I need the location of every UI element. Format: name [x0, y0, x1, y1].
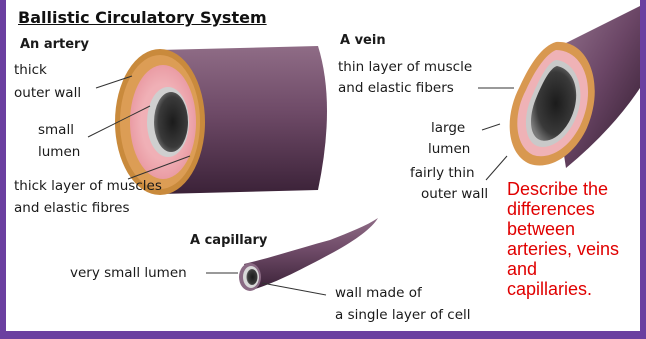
vein-heading: A vein — [340, 34, 386, 47]
capillary-drawing — [239, 218, 378, 291]
vein-label-muscle-line2: and elastic fibers — [338, 82, 454, 96]
vein-label-muscle-line1: thin layer of muscle — [338, 61, 472, 75]
capillary-label-lumen: very small lumen — [70, 267, 187, 281]
capillary-label-wall-line1: wall made of — [335, 287, 422, 301]
task-line-6: capillaries. — [507, 279, 637, 299]
artery-drawing — [115, 46, 327, 195]
vein-label-large: large — [431, 122, 465, 136]
artery-label-small: small — [38, 124, 74, 138]
artery-heading: An artery — [20, 38, 89, 51]
artery-label-thick: thick — [14, 64, 47, 78]
task-prompt: Describe the differences between arterie… — [507, 179, 637, 299]
vein-drawing — [510, 6, 640, 168]
task-line-4: arteries, veins — [507, 239, 637, 259]
task-line-5: and — [507, 259, 637, 279]
task-line-3: between — [507, 219, 637, 239]
capillary-heading: A capillary — [190, 234, 267, 247]
artery-label-outer-wall: outer wall — [14, 87, 81, 101]
task-line-2: differences — [507, 199, 637, 219]
vein-label-wall-line1: fairly thin — [410, 167, 475, 181]
vein-label-wall-line2: outer wall — [421, 188, 488, 202]
vein-label-lumen: lumen — [428, 143, 470, 157]
artery-label-lumen: lumen — [38, 146, 80, 160]
artery-label-muscle-line2: and elastic fibres — [14, 202, 129, 216]
artery-label-muscle-line1: thick layer of muscles — [14, 180, 162, 194]
capillary-label-wall-line2: a single layer of cell — [335, 309, 471, 323]
task-line-1: Describe the — [507, 179, 637, 199]
